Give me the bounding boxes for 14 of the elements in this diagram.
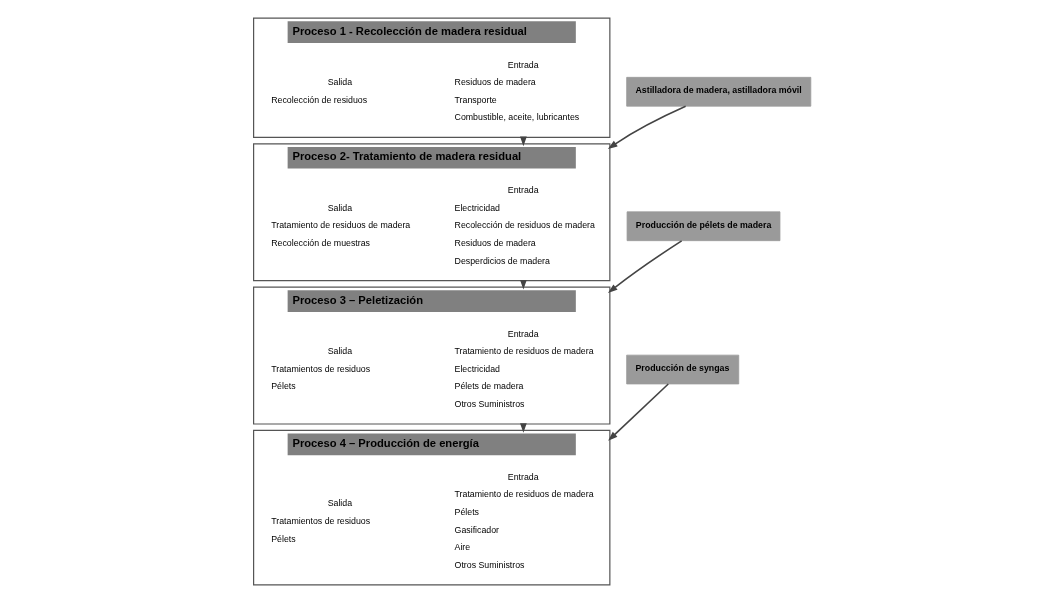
node-text: Entrada Tratamiento de residuos de madera Electricidad Pélets de madera Otros Suministros: [454, 328, 594, 410]
arrow: [608, 383, 670, 441]
arrow: [607, 105, 687, 150]
node-text: Entrada Tratamiento de residuos de madera Pélets Gasificador Aire Otros Suministros: [454, 471, 594, 570]
node-text: Entrada Residuos de madera Transporte Combustible, aceite, lubricantes: [454, 59, 580, 123]
node-box: Producción de syngas: [626, 354, 740, 385]
node-box: Astilladora de madera, astilladora móvil: [626, 76, 812, 107]
arrow: [607, 240, 683, 293]
node-text: Salida Tratamientos de residuos Pélets: [271, 346, 371, 392]
node-text: Salida Tratamientos de residuos Pélets: [271, 498, 371, 544]
node-text: Salida Recolección de residuos: [271, 77, 368, 105]
node-text: Entrada Electricidad Recolección de residuos de madera Residuos de madera Desperdicios de madera: [454, 185, 595, 266]
node-text: Salida Tratamiento de residuos de madera Recolección de muestras: [271, 202, 411, 249]
node-box: Producción de pélets de madera: [626, 211, 781, 242]
